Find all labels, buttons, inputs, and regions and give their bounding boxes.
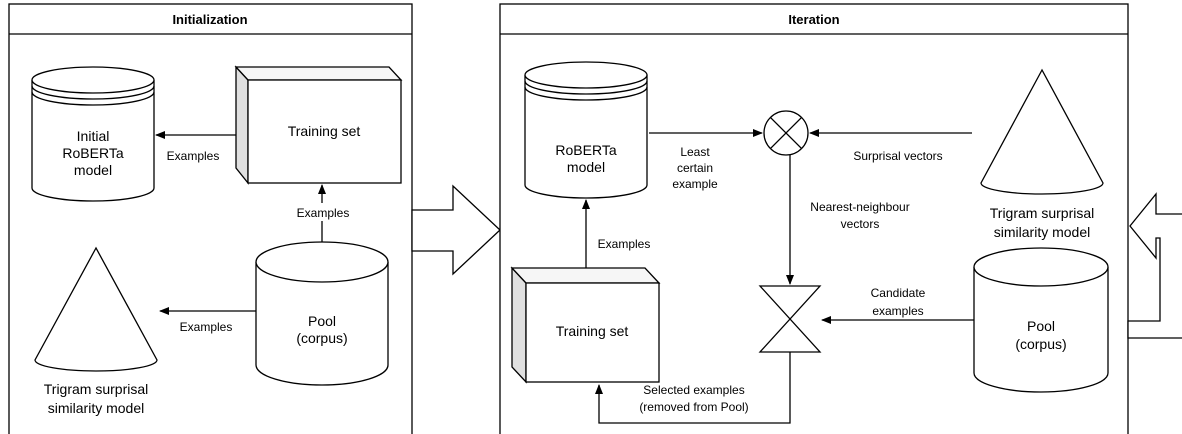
edge-least-certain: Least certain example (649, 129, 763, 191)
init-pool: Pool (corpus) (255, 241, 389, 386)
iter-trigram-cone: Trigram surprisal similarity model (980, 68, 1104, 240)
initial-roberta-model: Initial RoBERTa model (31, 66, 155, 202)
svg-text:(corpus): (corpus) (1015, 336, 1066, 352)
edge-train-to-model: Examples (155, 131, 236, 163)
iter-training-set-label: Training set (556, 323, 629, 339)
svg-text:Candidate: Candidate (871, 286, 926, 300)
iter-pool: Pool (corpus) (973, 247, 1109, 393)
iter-training-set: Training set (510, 266, 661, 384)
svg-text:Pool: Pool (1027, 318, 1055, 334)
transition-arrow (411, 184, 501, 276)
edge-examples-to-model: Examples (582, 199, 651, 268)
svg-text:similarity model: similarity model (48, 400, 144, 416)
edge-surprisal-vectors: Surprisal vectors (809, 129, 972, 163)
svg-text:(corpus): (corpus) (296, 330, 347, 346)
svg-text:vectors: vectors (841, 217, 880, 231)
svg-text:similarity model: similarity model (994, 224, 1090, 240)
loop-back-arrow (1127, 192, 1182, 339)
svg-text:Trigram surprisal: Trigram surprisal (990, 205, 1095, 221)
init-trigram-cone: Trigram surprisal similarity model (34, 246, 158, 416)
svg-text:example: example (672, 177, 718, 191)
svg-text:Selected examples: Selected examples (643, 383, 744, 397)
init-training-set: Training set (234, 65, 403, 185)
filter-node (758, 285, 822, 353)
svg-text:RoBERTa: RoBERTa (555, 142, 616, 158)
svg-text:examples: examples (872, 304, 923, 318)
svg-text:Least: Least (680, 145, 710, 159)
svg-text:Examples: Examples (167, 149, 220, 163)
init-training-set-label: Training set (288, 123, 361, 139)
svg-text:Pool: Pool (308, 313, 336, 329)
iteration-title: Iteration (788, 12, 839, 27)
svg-text:Examples: Examples (180, 320, 233, 334)
edge-pool-to-cone: Examples (159, 307, 256, 334)
edge-nearest-neighbour: Nearest-neighbour vectors (786, 155, 910, 285)
svg-text:Examples: Examples (297, 206, 350, 220)
svg-text:model: model (74, 162, 112, 178)
svg-text:Examples: Examples (598, 237, 651, 251)
svg-text:RoBERTa: RoBERTa (62, 145, 123, 161)
svg-text:(removed from Pool): (removed from Pool) (639, 400, 748, 414)
combine-node (763, 110, 809, 156)
svg-text:Nearest-neighbour: Nearest-neighbour (810, 200, 909, 214)
iter-roberta-model: RoBERTa model (524, 61, 648, 199)
initialization-title: Initialization (172, 12, 247, 27)
edge-selected-examples: Selected examples (removed from Pool) (595, 352, 791, 424)
svg-text:Surprisal vectors: Surprisal vectors (853, 149, 942, 163)
edge-candidate-examples: Candidate examples (821, 286, 974, 324)
svg-text:model: model (567, 159, 605, 175)
svg-text:certain: certain (677, 161, 713, 175)
svg-text:Trigram surprisal: Trigram surprisal (44, 381, 149, 397)
svg-text:Initial: Initial (77, 128, 110, 144)
edge-pool-to-train: Examples (292, 184, 354, 242)
